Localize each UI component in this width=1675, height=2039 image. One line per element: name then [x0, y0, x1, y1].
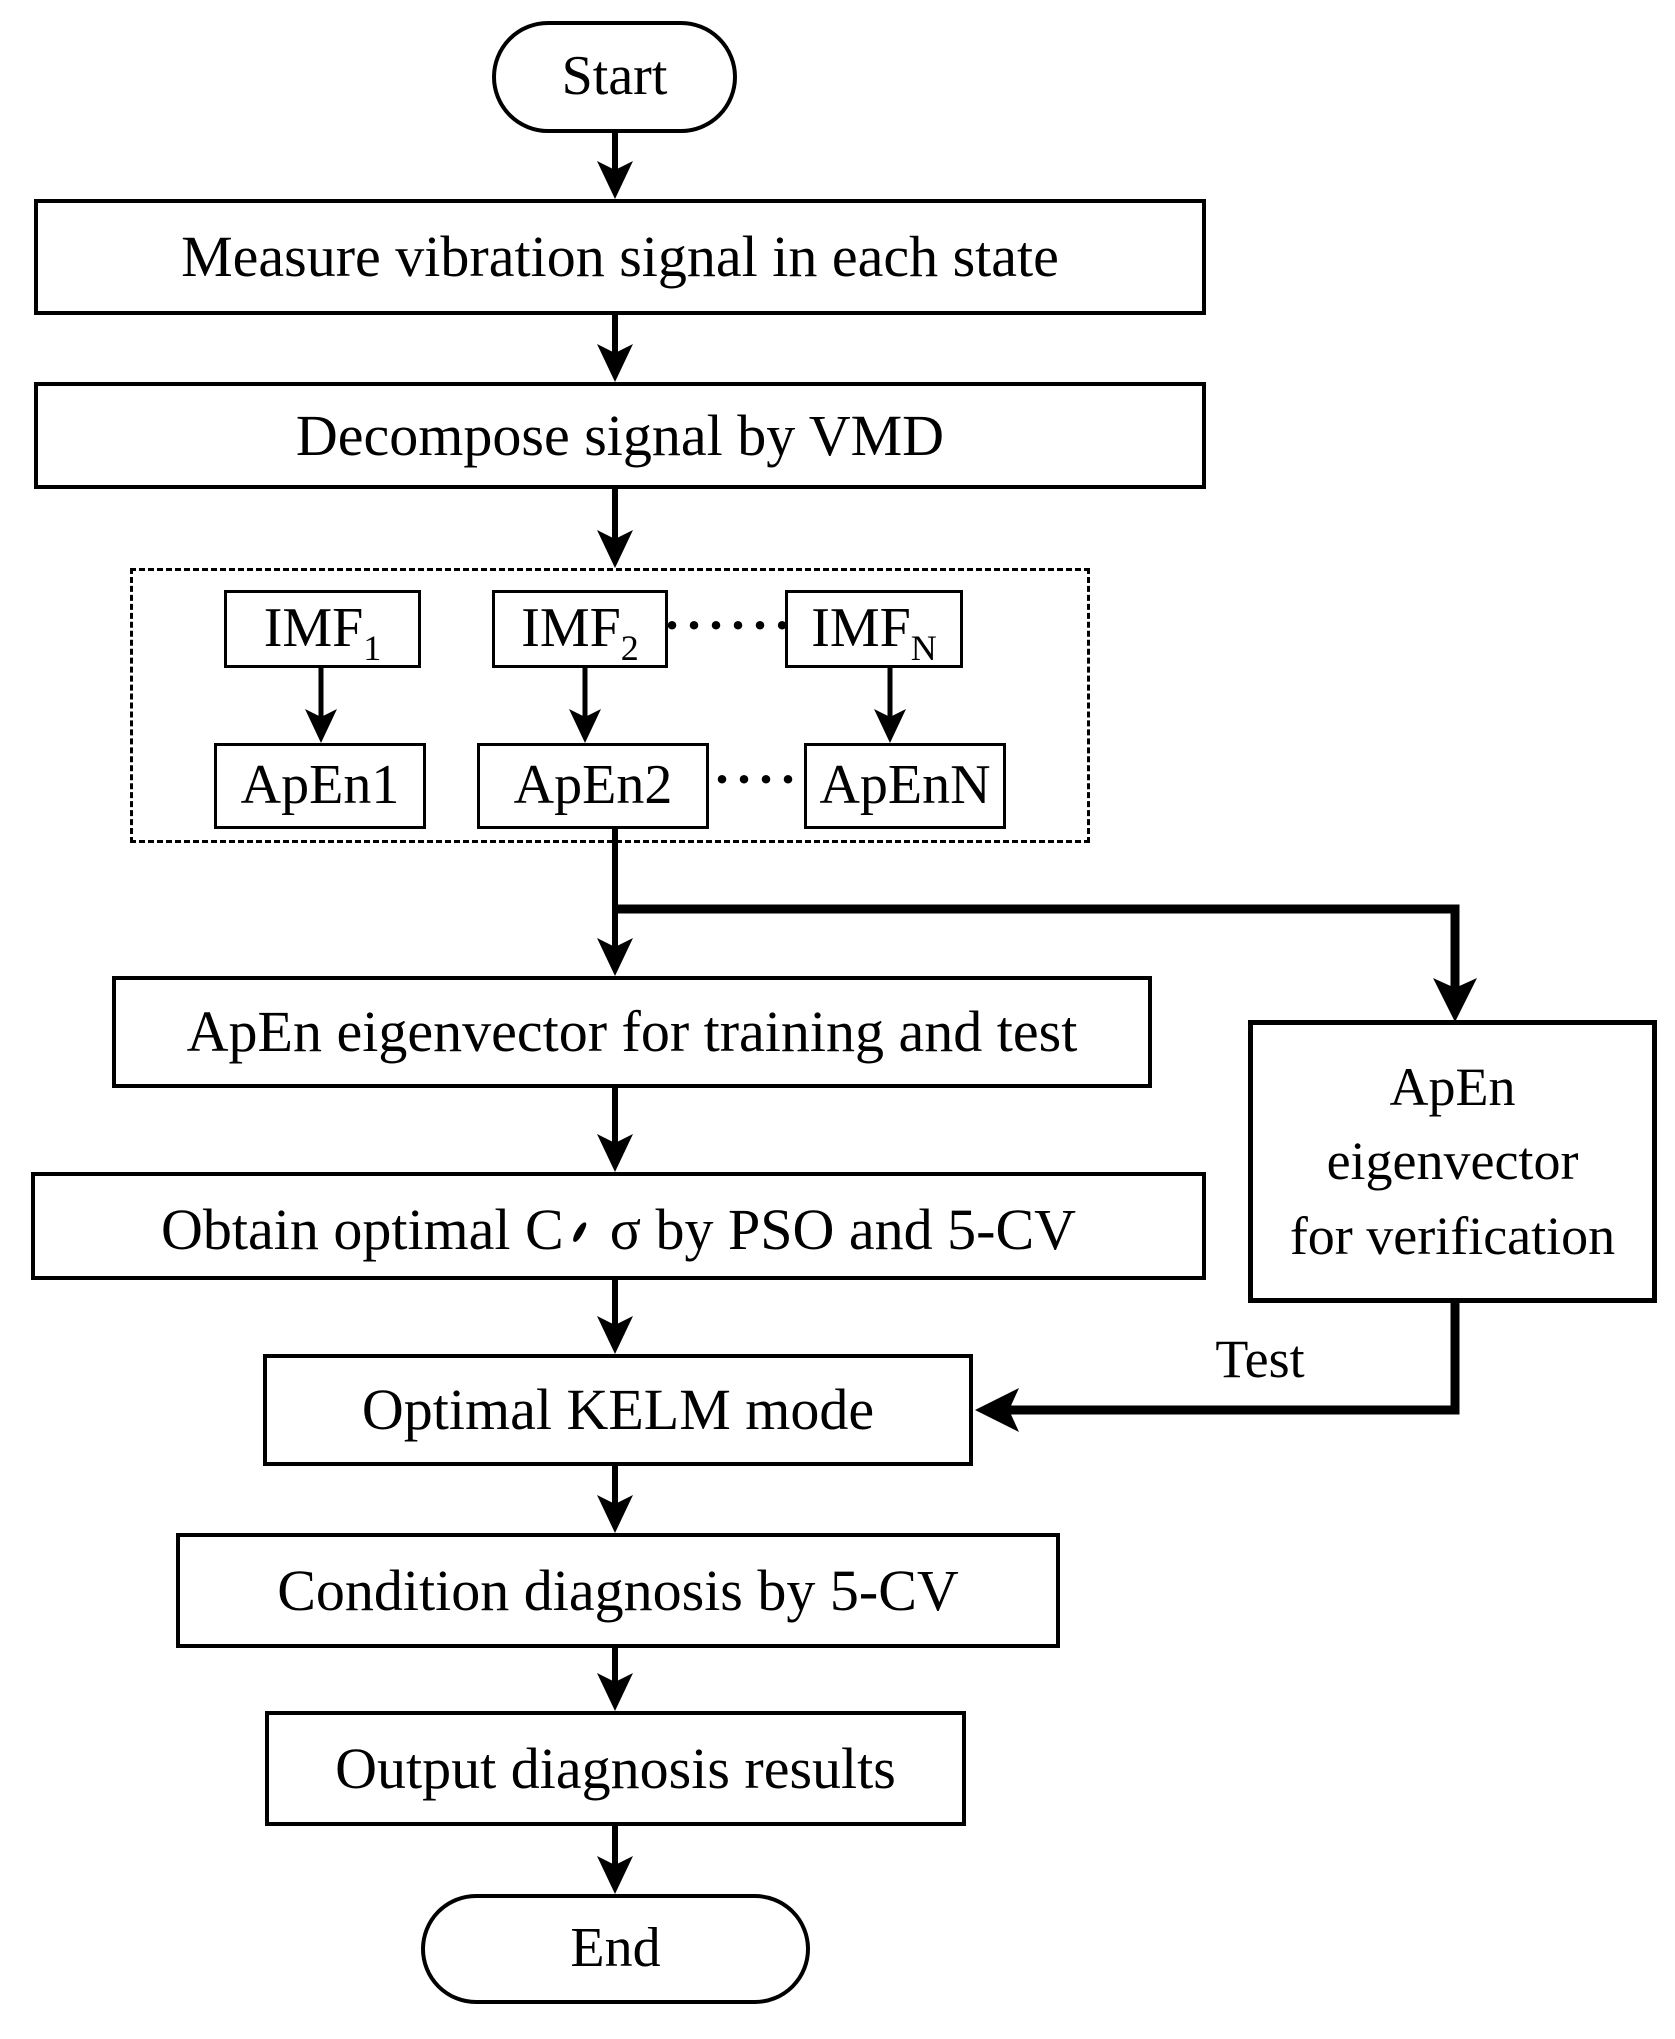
arrow-imf1-to-apen1	[305, 668, 337, 743]
start-label: Start	[561, 45, 668, 108]
apen1-label: ApEn1	[240, 754, 400, 817]
imfn-subscript: N	[910, 628, 937, 669]
imf2-node: IMF2	[492, 590, 668, 668]
condition-diagnosis-node: Condition diagnosis by 5-CV	[176, 1533, 1060, 1648]
arrow-decompose-to-imf-group	[597, 489, 633, 568]
apen1-node: ApEn1	[214, 743, 426, 829]
verification-line-1: ApEn	[1389, 1056, 1516, 1117]
verification-line-3: for verification	[1289, 1205, 1616, 1266]
optimal-kelm-node: Optimal KELM mode	[263, 1354, 973, 1466]
decompose-vmd-node: Decompose signal by VMD	[34, 382, 1206, 489]
imf1-node: IMF1	[224, 590, 421, 668]
end-node: End	[421, 1894, 810, 2004]
arrow-kelm-to-condition	[597, 1466, 633, 1533]
imfn-label: IMFN	[811, 597, 937, 669]
arrow-verification-to-kelm	[975, 1303, 1460, 1432]
imfn-node: IMFN	[785, 590, 963, 668]
arrow-group-to-training	[597, 829, 633, 976]
apen-ellipsis-dots: ····	[714, 752, 803, 806]
arrow-obtain-to-kelm	[597, 1280, 633, 1354]
training-eigenvector-node: ApEn eigenvector for training and test	[112, 976, 1152, 1088]
apenn-node: ApEnN	[804, 743, 1006, 829]
apenn-label: ApEnN	[819, 754, 991, 817]
output-results-label: Output diagnosis results	[335, 1735, 896, 1801]
imf2-subscript: 2	[620, 628, 639, 669]
measure-signal-node: Measure vibration signal in each state	[34, 199, 1206, 315]
ideographic-comma	[566, 1191, 600, 1249]
measure-signal-label: Measure vibration signal in each state	[181, 224, 1059, 290]
arrow-output-to-end	[597, 1826, 633, 1894]
verification-line-2: eigenvector	[1326, 1131, 1579, 1192]
decompose-vmd-label: Decompose signal by VMD	[295, 402, 945, 468]
arrow-training-to-obtain	[597, 1088, 633, 1172]
condition-diagnosis-label: Condition diagnosis by 5-CV	[277, 1557, 959, 1623]
test-edge-label: Test	[1215, 1329, 1305, 1389]
optimal-kelm-label: Optimal KELM mode	[361, 1377, 875, 1443]
output-results-node: Output diagnosis results	[265, 1711, 966, 1826]
verification-eigenvector-node: ApEn eigenvector for verification	[1248, 1020, 1657, 1303]
arrow-imf2-to-apen2	[569, 668, 601, 743]
imf1-subscript: 1	[363, 628, 382, 669]
imf-apen-group	[130, 568, 1090, 843]
arrow-measure-to-decompose	[597, 315, 633, 382]
arrow-condition-to-output	[597, 1648, 633, 1711]
apen2-node: ApEn2	[477, 743, 709, 829]
imf1-label: IMF1	[263, 597, 382, 669]
arrow-imfn-to-apenn	[874, 668, 906, 743]
end-label: End	[570, 1917, 661, 1980]
arrow-branch-to-verification	[615, 904, 1477, 1022]
start-node: Start	[492, 21, 737, 133]
imf2-label: IMF2	[521, 597, 639, 669]
training-eigenvector-label: ApEn eigenvector for training and test	[186, 999, 1078, 1065]
apen2-label: ApEn2	[513, 754, 673, 817]
arrow-start-to-measure	[597, 133, 633, 199]
